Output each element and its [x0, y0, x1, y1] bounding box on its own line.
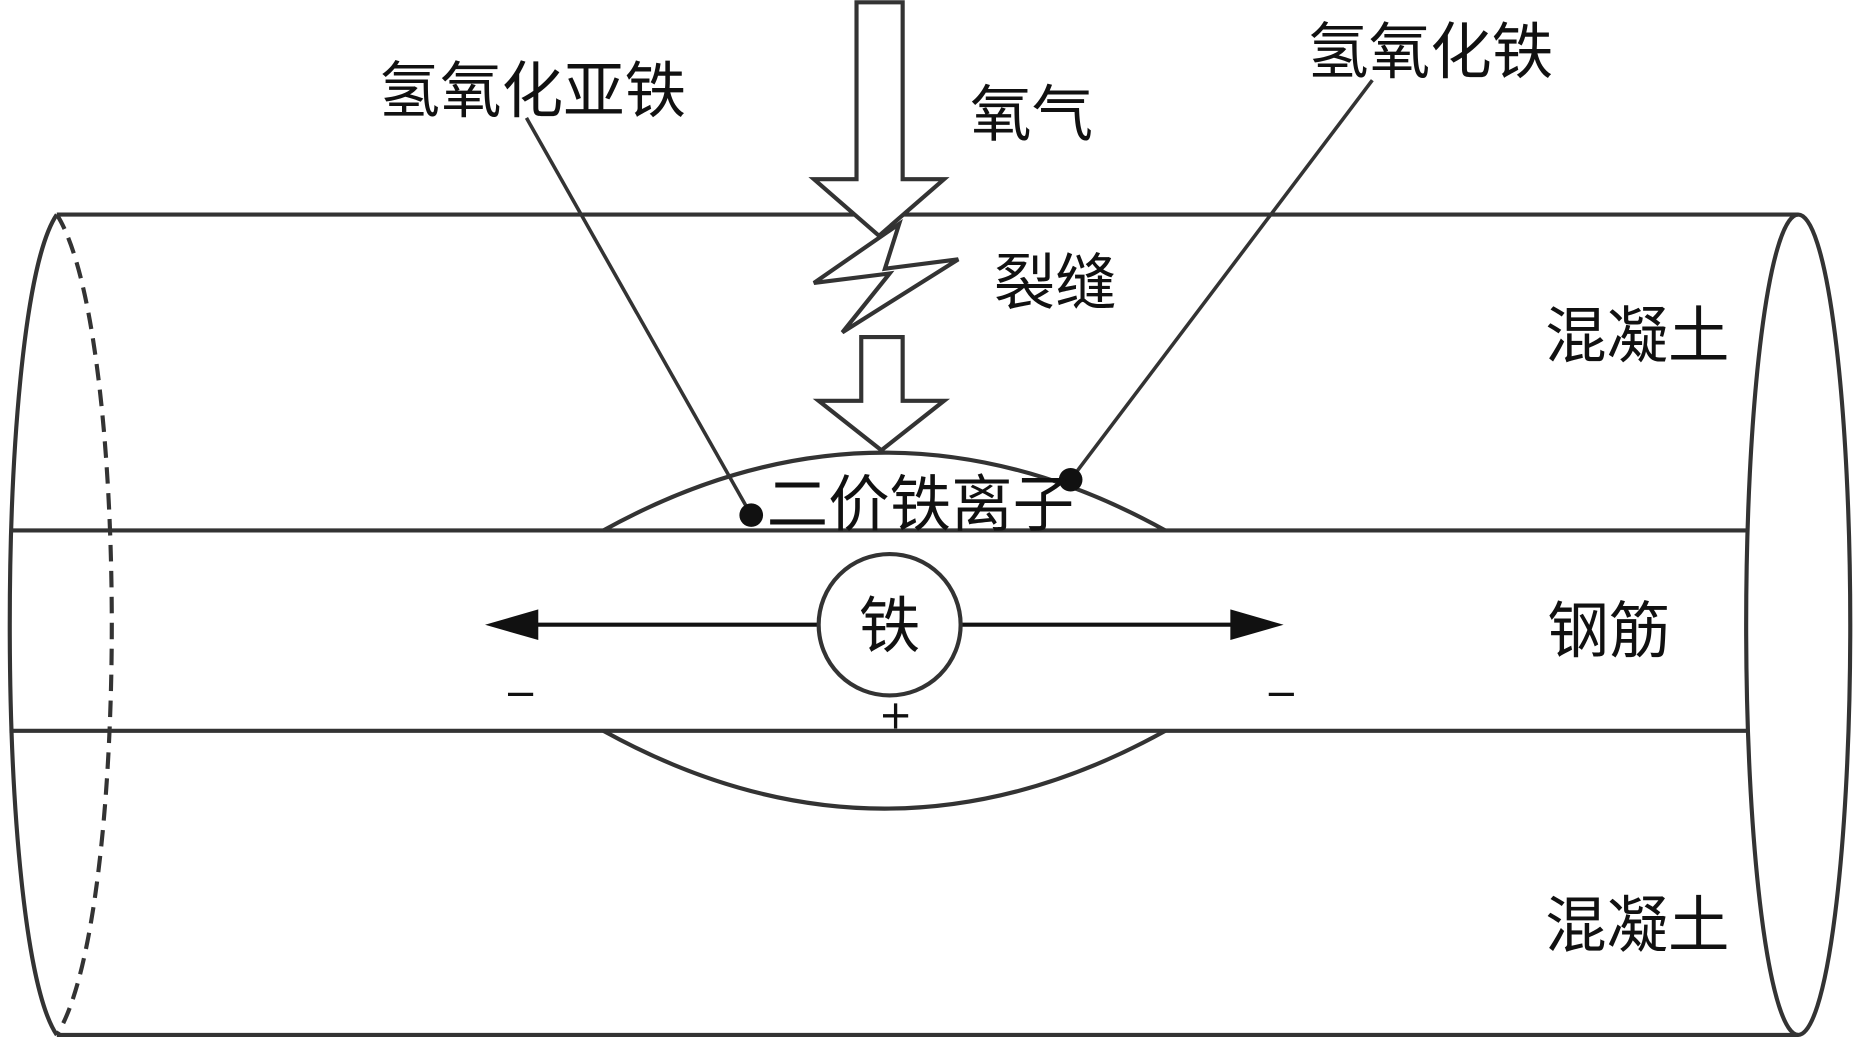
leader-lines [524, 79, 1374, 527]
minus-right-sign: − [1264, 671, 1298, 717]
minus-left-sign: − [504, 671, 538, 717]
rebar-label: 钢筋 [1547, 596, 1670, 667]
concrete-top-label: 混凝土 [1545, 301, 1730, 372]
oxygen-label: 氧气 [970, 80, 1093, 151]
iron-label: 铁 [859, 591, 921, 662]
ferrous-ion-label: 二价铁离子 [767, 470, 1075, 541]
concrete-bottom-label: 混凝土 [1545, 891, 1730, 962]
concrete-cylinder [7, 212, 1853, 1037]
rebar [9, 528, 1749, 733]
crack-icon [812, 218, 960, 335]
iron-circle [816, 551, 963, 698]
ferric-hydroxide-label: 氢氧化铁 [1307, 17, 1553, 88]
corrosion-zone [602, 450, 1167, 811]
oxygen-arrow-lower [812, 335, 951, 453]
crack-label: 裂缝 [994, 248, 1117, 319]
electron-flow-arrows [485, 609, 1284, 641]
plus-sign: + [879, 693, 913, 739]
ferrous-hydroxide-label: 氢氧化亚铁 [379, 56, 687, 127]
oxygen-arrow [808, 0, 950, 239]
